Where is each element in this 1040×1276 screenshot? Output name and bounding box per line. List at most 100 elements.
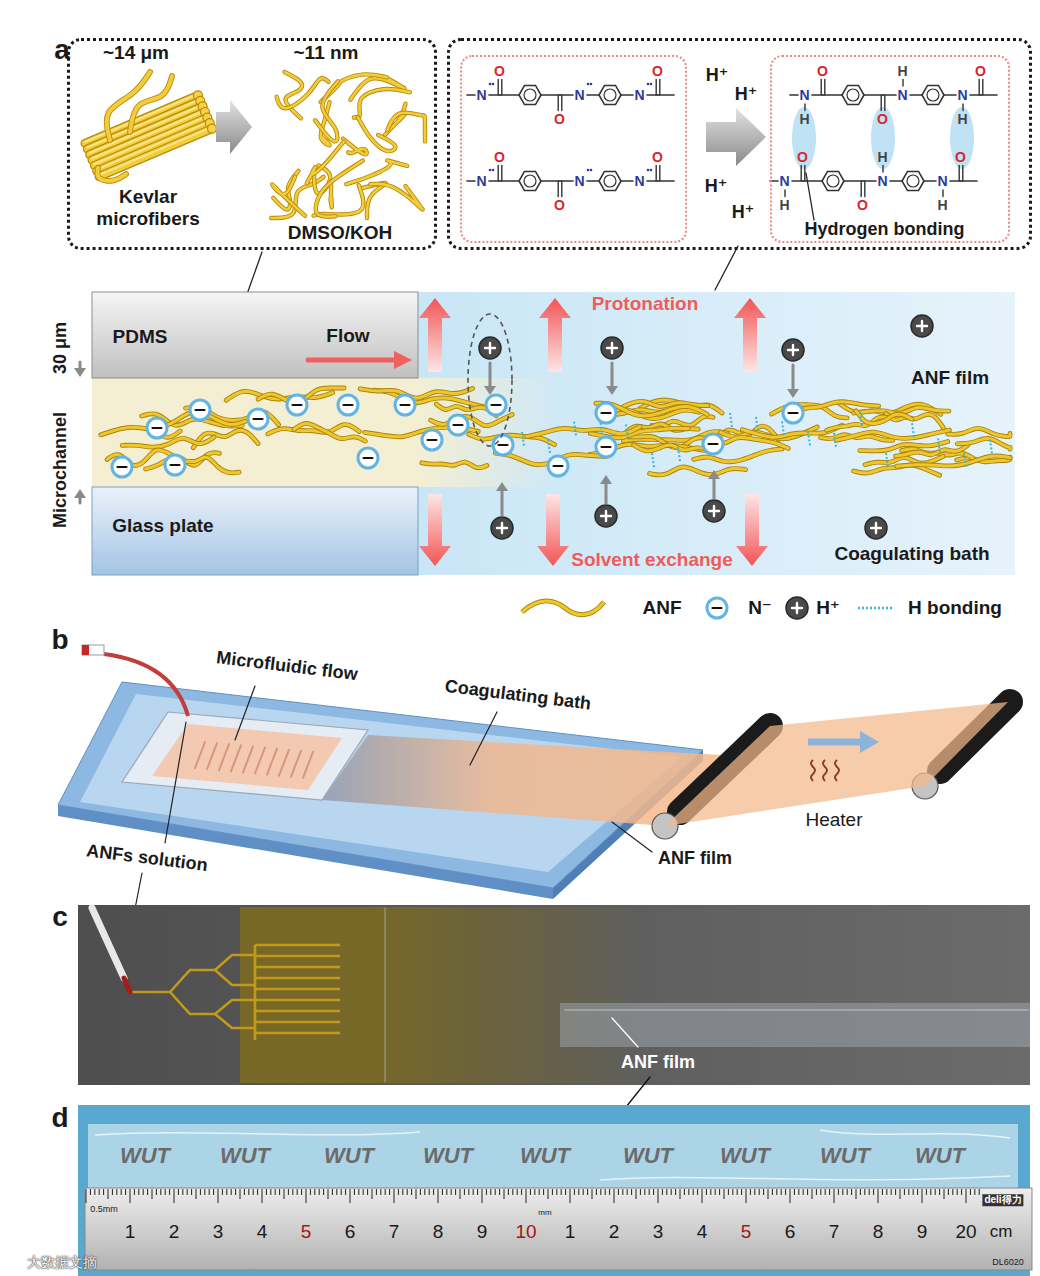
chip-channel bbox=[207, 743, 217, 769]
n-anion bbox=[147, 418, 167, 438]
node-text: O bbox=[554, 196, 565, 212]
heater-wave bbox=[835, 760, 839, 781]
node-text: ~14 μm bbox=[103, 42, 169, 64]
film-wrinkle bbox=[95, 1132, 420, 1135]
ruler-tick bbox=[222, 1189, 223, 1195]
ruler-tick bbox=[609, 1189, 610, 1195]
double-bond bbox=[501, 166, 502, 182]
node-text: N bbox=[799, 86, 809, 102]
fiber-outline bbox=[897, 456, 1010, 466]
ruler-tick bbox=[240, 1189, 241, 1199]
label: 7 bbox=[829, 1221, 840, 1243]
charge-dot bbox=[647, 83, 650, 86]
microchannel-pattern bbox=[130, 991, 170, 994]
ruler-tick bbox=[882, 1189, 883, 1195]
label: DL6020 bbox=[992, 1257, 1024, 1267]
h-bond bbox=[964, 453, 966, 467]
ruler-tick bbox=[565, 1189, 566, 1195]
proton-arrowhead bbox=[484, 386, 496, 395]
chip-channel bbox=[279, 750, 289, 776]
ruler-tick bbox=[578, 1189, 579, 1195]
exchange-arrow bbox=[419, 494, 451, 566]
ruler-tick bbox=[138, 1189, 139, 1195]
label: 7 bbox=[389, 1221, 400, 1243]
exchange-arrow bbox=[537, 494, 569, 566]
node-text: O bbox=[975, 62, 986, 78]
chemical-bond bbox=[944, 94, 956, 96]
ruler-tick bbox=[231, 1189, 232, 1195]
chip-photo bbox=[240, 907, 385, 1083]
nh-bond bbox=[784, 190, 785, 197]
ruler-tick bbox=[908, 1189, 909, 1195]
ruler-tick bbox=[433, 1189, 434, 1195]
solution-spread bbox=[385, 907, 645, 1083]
supply-tube bbox=[104, 654, 188, 716]
ruler-tick bbox=[864, 1189, 865, 1195]
label: WUT bbox=[720, 1143, 770, 1168]
double-bond bbox=[558, 95, 559, 111]
ruler-tick bbox=[970, 1189, 971, 1195]
ruler-tick bbox=[345, 1189, 346, 1195]
microchannel-pattern bbox=[255, 966, 340, 969]
double-bond bbox=[979, 80, 980, 96]
fiber-outline bbox=[422, 462, 487, 468]
ruler-tick bbox=[741, 1189, 742, 1195]
charge-dot bbox=[587, 83, 590, 86]
leader-line bbox=[715, 246, 738, 290]
proton-arrowhead bbox=[74, 368, 86, 377]
fiber bbox=[343, 139, 367, 155]
ruler-tick bbox=[226, 1189, 227, 1195]
ruler-tick bbox=[314, 1189, 315, 1195]
double-bond bbox=[982, 80, 983, 96]
chemical-bond bbox=[500, 180, 519, 182]
label: 6 bbox=[785, 1221, 796, 1243]
microfiber bbox=[99, 129, 212, 177]
chemical-bond bbox=[541, 180, 560, 182]
legend-swatch bbox=[858, 607, 892, 610]
node-text: N bbox=[476, 172, 486, 188]
fiber bbox=[360, 389, 472, 399]
n-anion bbox=[596, 437, 616, 457]
ruler-tick bbox=[446, 1189, 447, 1195]
fiber-outline bbox=[856, 411, 912, 424]
fiber bbox=[316, 161, 363, 217]
ruler-tick bbox=[680, 1189, 681, 1199]
h-bond bbox=[860, 412, 862, 426]
syringe-tip bbox=[82, 645, 89, 655]
charge-dot bbox=[492, 169, 495, 172]
h-bond bbox=[756, 417, 758, 431]
film-wrinkle bbox=[820, 1130, 1010, 1138]
proton-arrowhead bbox=[708, 470, 720, 479]
node-text: N bbox=[574, 86, 584, 102]
ruler-tick bbox=[768, 1189, 769, 1199]
ruler-tick bbox=[341, 1189, 342, 1195]
ruler-tick bbox=[631, 1189, 632, 1195]
n-anion bbox=[548, 456, 568, 476]
ruler-tick bbox=[482, 1189, 483, 1203]
label: Microchannel bbox=[50, 412, 71, 528]
ruler-tick bbox=[191, 1189, 192, 1195]
chip-channel bbox=[255, 748, 265, 774]
ruler-tick bbox=[671, 1189, 672, 1195]
ruler-tick bbox=[627, 1189, 628, 1195]
structure-box: NHOONHNHONHOONHNHOHydrogen bonding bbox=[770, 55, 1010, 243]
ruler-tick bbox=[336, 1189, 337, 1195]
label: WUT bbox=[520, 1143, 570, 1168]
ruler-tick bbox=[367, 1189, 368, 1195]
ruler-tick bbox=[658, 1189, 659, 1203]
dashed-panel: ~14 μm~11 nmKevlar microfibersDMSO/KOH bbox=[67, 38, 437, 250]
node-text: N bbox=[574, 172, 584, 188]
label: 1 bbox=[125, 1221, 136, 1243]
node-text: O bbox=[817, 62, 828, 78]
ruler-tick bbox=[169, 1189, 170, 1195]
label: a bbox=[54, 34, 70, 66]
benzene-ring-inner bbox=[847, 89, 859, 101]
fiber-outline bbox=[360, 389, 472, 399]
leader-line bbox=[612, 1018, 638, 1047]
ruler-tick bbox=[147, 1189, 148, 1195]
proton-arrow bbox=[713, 476, 716, 498]
node-text: O bbox=[857, 196, 868, 212]
chemical-bond bbox=[823, 94, 842, 96]
n-anion bbox=[165, 455, 185, 475]
